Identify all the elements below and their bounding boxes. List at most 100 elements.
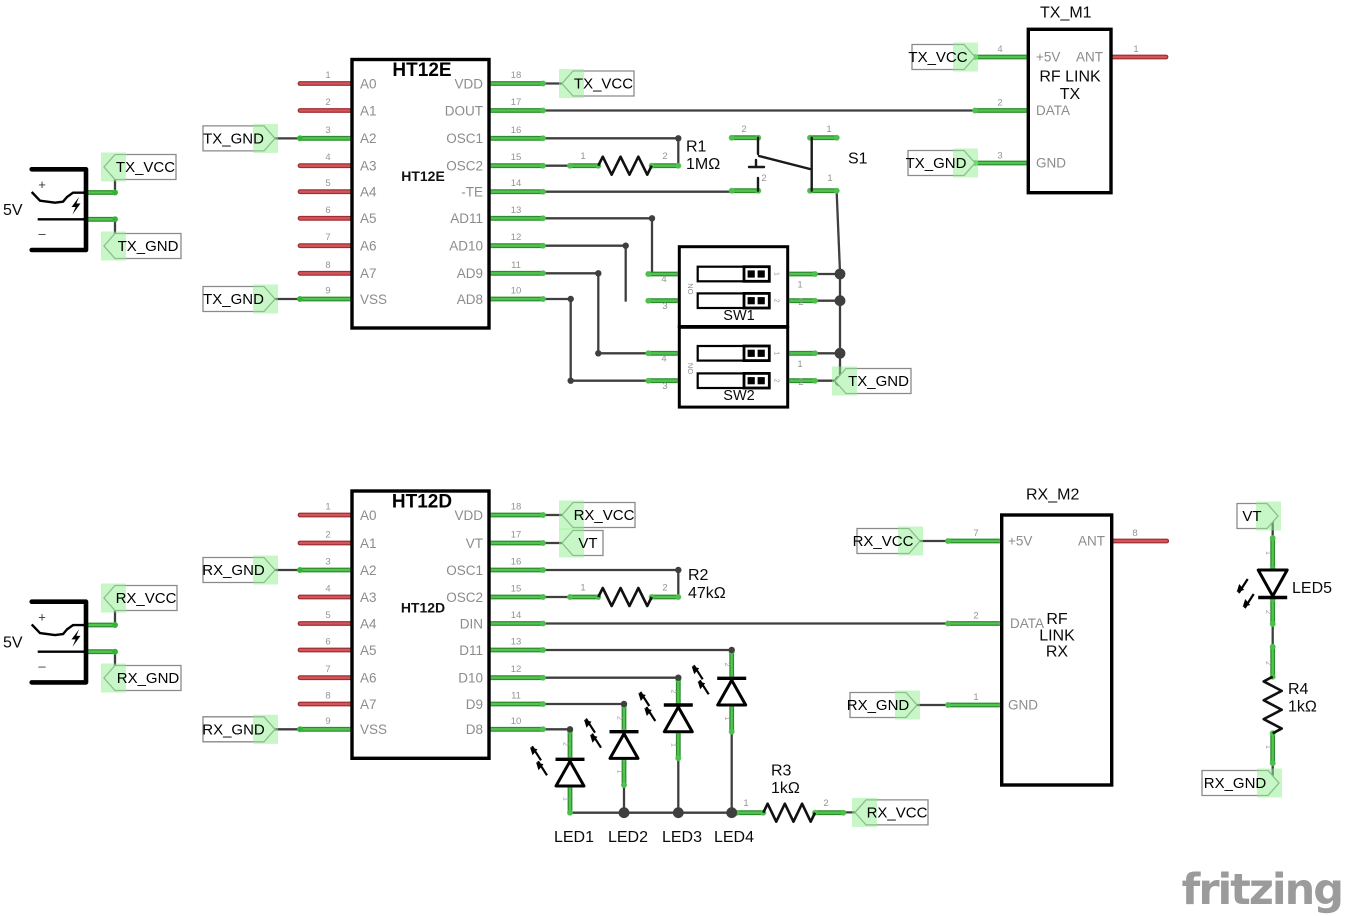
pin-name: A3 (360, 590, 377, 605)
ic-ht12d[interactable] (350, 489, 491, 760)
corner-dot (566, 726, 574, 733)
wire[interactable] (541, 648, 733, 655)
lightning-icon (71, 629, 81, 647)
net-label[interactable] (832, 366, 912, 396)
pin-number: 9 (325, 286, 330, 297)
dip-slider-frame[interactable] (742, 371, 771, 390)
pin-number: 7 (325, 664, 330, 675)
net-label[interactable] (849, 690, 920, 720)
ic-body[interactable] (350, 489, 491, 760)
module-title: TX_M1 (1040, 5, 1092, 22)
component-value: 1kΩ (1288, 699, 1317, 716)
light-arrow-head (697, 681, 706, 690)
connection-dot (297, 726, 303, 733)
resistor-r4[interactable] (1262, 675, 1283, 735)
net-label[interactable] (911, 42, 978, 72)
dip-body[interactable] (677, 325, 790, 409)
pin-number: 2 (761, 173, 766, 184)
led-triangle[interactable] (554, 759, 586, 788)
dip-slider-frame[interactable] (742, 291, 771, 310)
resistor-r1[interactable] (597, 155, 653, 176)
battery-tx[interactable] (29, 167, 89, 253)
pin-number: 2 (723, 663, 730, 667)
connection-dot (945, 538, 951, 544)
battery-body[interactable] (29, 167, 89, 253)
net-label[interactable] (559, 528, 604, 558)
net-label[interactable] (202, 284, 278, 314)
rf-module-tx[interactable] (1026, 27, 1113, 195)
net-label[interactable] (856, 526, 923, 556)
rf-module-rx[interactable] (1000, 513, 1114, 787)
dip-slider-frame[interactable] (742, 265, 771, 283)
resistor-r2[interactable] (597, 586, 653, 608)
pin-number: 2 (662, 583, 667, 594)
led-led1[interactable] (530, 745, 586, 788)
net-label[interactable] (101, 152, 177, 182)
led-triangle[interactable] (662, 705, 694, 734)
net-label-text: RX_VCC (853, 533, 914, 550)
pin-number: 15 (511, 584, 522, 595)
connection-dot (540, 594, 546, 600)
net-label[interactable] (852, 797, 929, 827)
net-label-text: RX_GND (847, 697, 910, 714)
junction-dot (834, 295, 846, 307)
led-led3[interactable] (638, 691, 694, 734)
connection-dot (1269, 621, 1276, 627)
wire[interactable] (541, 272, 650, 355)
led-led5[interactable] (1236, 568, 1289, 609)
wire[interactable] (541, 297, 650, 382)
ic-body[interactable] (350, 57, 491, 330)
wire[interactable] (541, 728, 572, 734)
led-triangle[interactable] (1256, 568, 1289, 598)
net-label[interactable] (101, 583, 178, 613)
net-label[interactable] (1236, 501, 1281, 531)
wire[interactable] (541, 137, 680, 167)
pushbutton-s1[interactable] (747, 136, 813, 192)
wire[interactable] (541, 702, 626, 709)
pin-number: 1 (723, 717, 730, 721)
connection-highlight (559, 69, 584, 98)
wire[interactable] (835, 191, 842, 274)
led-triangle[interactable] (716, 678, 748, 707)
pin-number: 7 (973, 528, 978, 539)
dip-switch-sw2[interactable] (677, 325, 790, 409)
wire[interactable] (541, 676, 680, 682)
dip-slider-knob (747, 349, 755, 357)
net-label[interactable] (202, 714, 278, 744)
pin-number: 12 (511, 664, 522, 675)
pin-number: 7 (325, 232, 330, 243)
wire[interactable] (541, 568, 680, 599)
net-label[interactable] (559, 500, 636, 530)
net-label[interactable] (101, 231, 182, 261)
connection-highlight (898, 526, 923, 556)
pin-number: 3 (325, 557, 330, 568)
light-arrow-head (644, 708, 652, 716)
connection-highlight (101, 583, 126, 613)
connection-dot (540, 296, 546, 302)
connection-dot (540, 80, 546, 87)
dip-switch-sw1[interactable] (677, 245, 790, 328)
net-label[interactable] (907, 148, 978, 178)
resistor-r3[interactable] (762, 802, 817, 823)
battery-body[interactable] (29, 599, 89, 685)
module-title: RX_M2 (1026, 487, 1079, 504)
pin-number: 2 (562, 742, 569, 746)
pin-number: 18 (511, 502, 522, 513)
net-label[interactable] (559, 69, 635, 98)
connection-highlight (1257, 768, 1282, 798)
dip-slider-frame[interactable] (742, 344, 771, 363)
connection-dot (812, 377, 818, 384)
connection-dot (540, 701, 546, 707)
ic-ht12e[interactable] (350, 57, 491, 330)
battery-rx[interactable] (29, 599, 89, 685)
net-label[interactable] (1201, 768, 1282, 798)
led-led4[interactable] (691, 664, 748, 707)
net-label[interactable] (101, 663, 182, 693)
connection-highlight (101, 152, 126, 182)
led-triangle[interactable] (608, 732, 640, 760)
net-label[interactable] (202, 555, 278, 585)
net-label[interactable] (202, 123, 278, 153)
pin-number: 5 (325, 610, 330, 621)
led-led2[interactable] (584, 718, 640, 760)
